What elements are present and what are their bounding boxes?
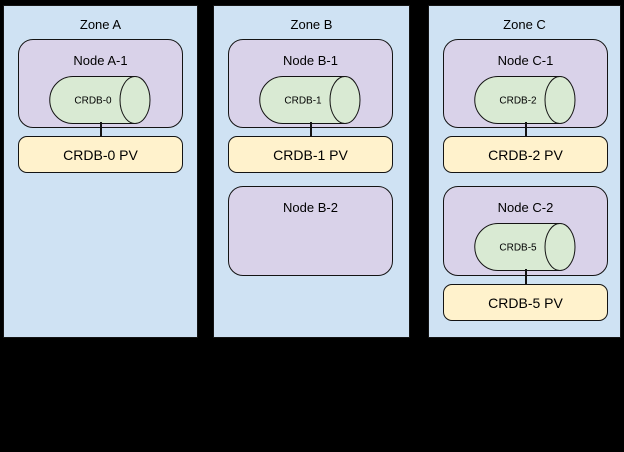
pv-crdb-0: CRDB-0 PV bbox=[18, 136, 183, 173]
crdb-1-label: CRDB-1 bbox=[284, 96, 322, 107]
zone-c-title: Zone C bbox=[503, 17, 546, 32]
database-cylinder-crdb-1: CRDB-1 bbox=[259, 76, 361, 124]
node-b-2: Node B-2 bbox=[228, 186, 393, 276]
node-b-1-title: Node B-1 bbox=[283, 53, 338, 68]
database-cylinder-crdb-5: CRDB-5 bbox=[474, 223, 576, 271]
crdb-5-label: CRDB-5 bbox=[499, 243, 537, 254]
connector-crdb-5-to-pv bbox=[525, 269, 527, 284]
node-c-2-title: Node C-2 bbox=[497, 200, 554, 215]
node-b-1: Node B-1 CRDB-1 bbox=[228, 39, 393, 128]
node-b-2-title: Node B-2 bbox=[283, 200, 338, 215]
zone-b: Zone B Node B-1 CRDB-1 CRDB-1 PV Node B-… bbox=[213, 5, 410, 338]
zone-a-title: Zone A bbox=[79, 17, 122, 32]
pv-crdb-1-label: CRDB-1 PV bbox=[273, 146, 348, 163]
node-c-1: Node C-1 CRDB-2 bbox=[443, 39, 608, 128]
connector-crdb-2-to-pv bbox=[525, 122, 527, 136]
crdb-2-label: CRDB-2 bbox=[499, 96, 537, 107]
crdb-0-label: CRDB-0 bbox=[74, 96, 112, 107]
zone-c: Zone C Node C-1 CRDB-2 CRDB-2 PV Node C-… bbox=[428, 5, 621, 338]
database-cylinder-crdb-2: CRDB-2 bbox=[474, 76, 576, 124]
pv-crdb-1: CRDB-1 PV bbox=[228, 136, 393, 173]
pv-crdb-2: CRDB-2 PV bbox=[443, 136, 608, 173]
node-c-2: Node C-2 CRDB-5 bbox=[443, 186, 608, 276]
node-a-1-title: Node A-1 bbox=[73, 53, 128, 68]
node-a-1: Node A-1 CRDB-0 bbox=[18, 39, 183, 128]
zone-a: Zone A Node A-1 CRDB-0 CRDB-0 PV bbox=[3, 5, 198, 338]
connector-crdb-1-to-pv bbox=[310, 122, 312, 136]
node-c-1-title: Node C-1 bbox=[497, 53, 554, 68]
database-cylinder-crdb-0: CRDB-0 bbox=[49, 76, 151, 124]
pv-crdb-2-label: CRDB-2 PV bbox=[488, 146, 563, 163]
pv-crdb-0-label: CRDB-0 PV bbox=[63, 146, 138, 163]
pv-crdb-5: CRDB-5 PV bbox=[443, 284, 608, 321]
pv-crdb-5-label: CRDB-5 PV bbox=[488, 294, 563, 311]
connector-crdb-0-to-pv bbox=[100, 122, 102, 136]
zone-b-title: Zone B bbox=[290, 17, 333, 32]
